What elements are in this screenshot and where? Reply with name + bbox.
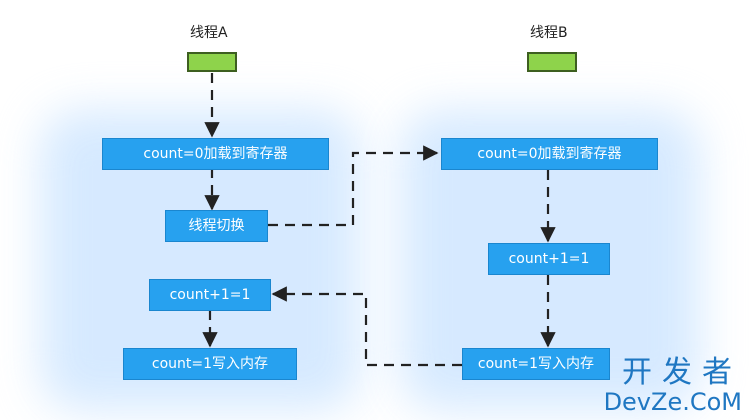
a-write-memory-box: count=1写入内存 <box>123 348 297 380</box>
thread-b-bar <box>527 52 577 72</box>
watermark-line1: 开发者 <box>622 355 742 390</box>
watermark-line2: DevZe.CoM <box>603 388 742 416</box>
thread-a-bar <box>187 52 237 72</box>
arrow-switch-to-b-load <box>268 145 439 227</box>
arrow-b-write-to-a-inc <box>271 286 462 367</box>
watermark: 开发者 DevZe.CoM <box>603 355 742 416</box>
thread-switch-box: 线程切换 <box>165 210 268 242</box>
b-write-memory-box: count=1写入内存 <box>462 348 610 380</box>
a-load-register-box: count=0加载到寄存器 <box>102 138 329 170</box>
thread-a-label: 线程A <box>190 25 228 41</box>
b-increment-box: count+1=1 <box>488 243 610 275</box>
thread-b-label: 线程B <box>530 25 568 41</box>
a-increment-box: count+1=1 <box>149 279 271 311</box>
b-load-register-box: count=0加载到寄存器 <box>441 138 658 170</box>
